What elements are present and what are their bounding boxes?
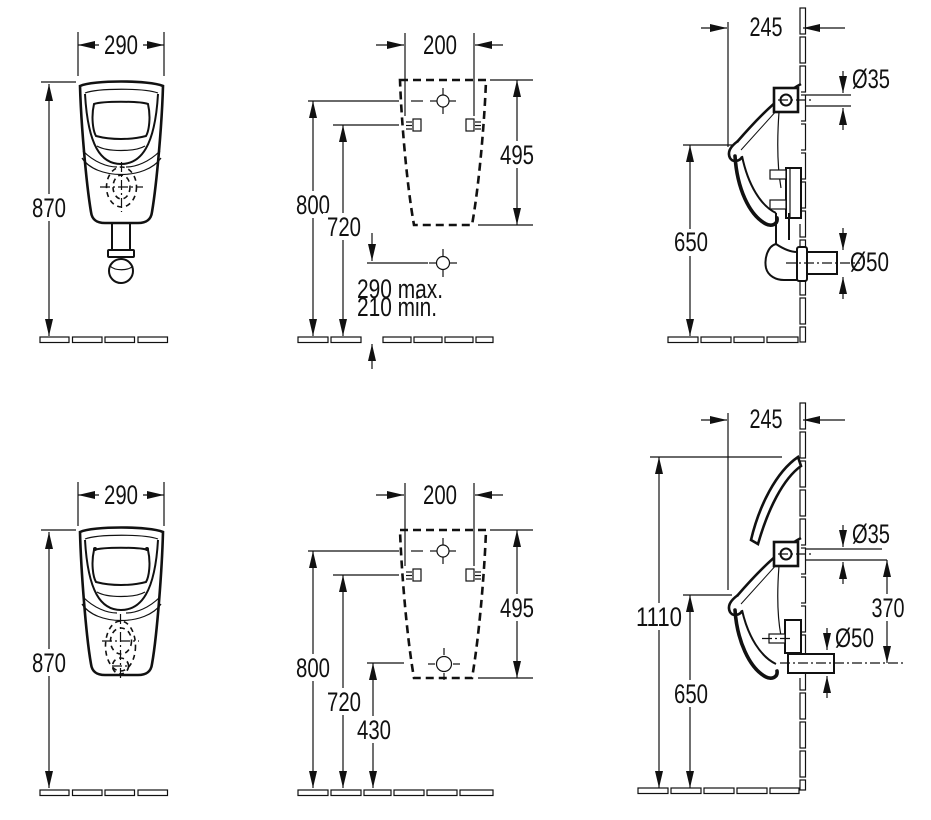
- profile-front-lip: [727, 139, 744, 163]
- fixing-bolt: [769, 169, 787, 180]
- water-inlet-crosshair-icon: [411, 88, 456, 114]
- mounting-bracket-icon-left: [406, 118, 422, 132]
- dim-rim-height-label: 650: [674, 227, 708, 257]
- dim-outlet-min-label: 210 min.: [357, 292, 437, 322]
- outlet-collar: [107, 249, 135, 258]
- drain-fitting: [784, 619, 802, 654]
- dim-body-height-label: 495: [500, 593, 534, 623]
- floor-line: [297, 336, 494, 344]
- label-backplate: [292, 654, 334, 681]
- splash-guard-cover: [749, 454, 803, 546]
- concealed-drain-marking-icon: [102, 614, 139, 680]
- label-backplate: [99, 31, 143, 58]
- dim-height-label: 870: [32, 193, 66, 223]
- floor-line: [297, 789, 494, 797]
- floor-line: [39, 789, 169, 797]
- urinal-body-outline: [78, 526, 165, 677]
- urinal-profile-fill: [729, 84, 801, 224]
- mounting-bracket-icon-left: [406, 568, 422, 582]
- rim-shadow-line: [96, 145, 146, 152]
- label-backplate: [495, 141, 539, 168]
- label-backplate: [323, 688, 365, 715]
- rim-bowl-curve: [84, 539, 159, 612]
- dim-height-label: 870: [32, 648, 66, 678]
- floor-line: [667, 336, 799, 344]
- body-contour-left: [82, 150, 118, 168]
- label-backplate: [323, 213, 365, 240]
- mounting-bracket-icon-right: [465, 568, 481, 582]
- dim-fixing-height-label: 720: [327, 687, 361, 717]
- profile-outer-shell: [733, 608, 779, 680]
- outlet-flange: [796, 246, 808, 282]
- spreader-hole: [145, 547, 149, 551]
- dim-outlet-diameter-label: Ø50: [835, 623, 874, 653]
- profile-front-lip: [727, 593, 744, 617]
- dim-outlet-max-label: 290 max.: [357, 274, 443, 304]
- siphon-bell-line: [109, 265, 134, 271]
- dim-inlet-diameter-label: Ø35: [852, 519, 890, 549]
- rim-top-line: [84, 534, 159, 540]
- label-backplate: [99, 481, 143, 508]
- siphon-bell: [108, 258, 134, 284]
- mounting-template-bottom: 200 495 800 720 430: [292, 480, 539, 797]
- label-backplate: [28, 649, 70, 676]
- drain-crosshair-icon: [429, 249, 457, 277]
- bowl-opening: [91, 100, 151, 140]
- profile-back-line: [777, 565, 782, 637]
- water-inlet-crosshair-icon: [411, 538, 456, 564]
- side-view-bottom: 245 1110 Ø35 370 Ø50 65: [631, 402, 913, 795]
- dim-inlet-height-label: 800: [296, 653, 330, 683]
- dim-depth-label: 245: [750, 12, 783, 42]
- trap-elbow: [764, 242, 798, 281]
- dim-body-height-label: 495: [500, 140, 534, 170]
- mounting-bracket-icon-right: [465, 118, 481, 132]
- template-outline: [398, 78, 488, 227]
- dim-overall-height-label: 1110: [636, 602, 682, 632]
- drain-marking-icon: [100, 162, 143, 212]
- spreader-hole: [93, 547, 97, 551]
- profile-inner-bowl: [741, 155, 777, 214]
- floor-line: [637, 787, 800, 795]
- fixing-bracket: [785, 167, 802, 219]
- urinal-body-outline: [78, 80, 165, 225]
- label-backplate: [669, 680, 713, 707]
- label-backplate: [669, 229, 713, 256]
- front-view-bottom: 290 870: [28, 480, 169, 797]
- label-backplate: [352, 716, 394, 743]
- body-contour-right: [125, 150, 161, 168]
- profile-inner-bowl: [741, 609, 777, 665]
- dim-fixing-width-label: 200: [423, 480, 457, 510]
- side-view-top: 245 Ø35 Ø50 650: [667, 7, 890, 344]
- mounting-template-top: 200 495 800 720: [292, 30, 539, 369]
- dim-fixing-height-label: 720: [327, 212, 361, 242]
- floor-line: [39, 336, 169, 344]
- dim-outlet-diameter-label: Ø50: [850, 247, 889, 277]
- dim-rim-height-label: 650: [674, 679, 708, 709]
- dim-width-label: 290: [104, 30, 138, 60]
- drain-crosshair-icon: [428, 648, 460, 680]
- dim-width-label: 290: [104, 480, 138, 510]
- dim-inlet-diameter-label: Ø35: [852, 64, 890, 94]
- dim-inlet-to-outlet-label: 370: [872, 593, 905, 623]
- dim-fixing-width-label: 200: [423, 30, 457, 60]
- label-backplate: [28, 194, 70, 221]
- template-outline: [398, 528, 488, 680]
- label-backplate: [631, 603, 687, 630]
- front-view-top: 290 870: [28, 30, 169, 344]
- bowl-opening: [91, 546, 151, 586]
- fixing-bolt: [769, 199, 787, 210]
- rim-top-line: [84, 88, 159, 94]
- dim-depth-label: 245: [750, 404, 783, 434]
- dim-outlet-height-label: 430: [357, 715, 391, 745]
- body-contour-left: [82, 596, 118, 614]
- profile-back-line: [777, 111, 782, 189]
- rim-shadow-line: [96, 591, 146, 598]
- wall-line: [799, 402, 807, 791]
- body-contour-right: [125, 596, 161, 614]
- body-contour-front: [81, 603, 162, 621]
- label-backplate: [495, 594, 539, 621]
- label-backplate: [863, 594, 913, 621]
